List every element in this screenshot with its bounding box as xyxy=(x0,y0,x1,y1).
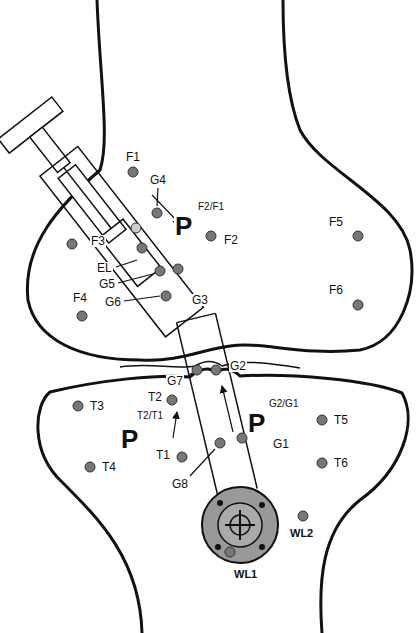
callout-label: G3 xyxy=(191,294,209,306)
tibial-wheel xyxy=(202,487,278,563)
joint-line xyxy=(120,362,300,369)
callout-label: G1 xyxy=(272,438,290,450)
callout-label: F1 xyxy=(125,151,141,163)
callout-label: G6 xyxy=(104,296,122,308)
callout-label: T2/T1 xyxy=(136,411,164,421)
callout-label: T3 xyxy=(89,400,105,412)
callout-label: G2 xyxy=(229,360,247,372)
drill-guide xyxy=(0,97,211,343)
callout-label: EL xyxy=(96,262,113,274)
callout-label: F3 xyxy=(90,235,106,247)
callout-label: F2 xyxy=(223,234,239,246)
callout-label: T5 xyxy=(333,414,349,426)
callout-label: F4 xyxy=(72,292,88,304)
callout-label: WL1 xyxy=(233,569,258,580)
callout-label: T6 xyxy=(333,457,349,469)
callout-label: G8 xyxy=(171,478,189,490)
callout-label: T2 xyxy=(147,391,163,403)
callout-label: G5 xyxy=(98,278,116,290)
tibia-outline xyxy=(38,369,408,633)
callout-label: P xyxy=(120,426,139,452)
callout-label: P xyxy=(247,410,266,436)
callout-label: P xyxy=(174,213,193,239)
guide-tube xyxy=(177,313,258,497)
femur-outline xyxy=(27,0,411,360)
marker-dots xyxy=(67,167,363,557)
callout-label: WL2 xyxy=(289,528,314,539)
callout-label: F6 xyxy=(328,284,344,296)
callout-label: T4 xyxy=(101,461,117,473)
callout-label: G4 xyxy=(149,174,167,186)
leader-lines xyxy=(116,188,233,476)
callout-label: F2/F1 xyxy=(197,202,225,212)
callout-label: G2/G1 xyxy=(268,399,299,409)
callout-label: T1 xyxy=(155,449,171,461)
callout-label: F5 xyxy=(328,216,344,228)
callout-label: G7 xyxy=(166,375,184,387)
